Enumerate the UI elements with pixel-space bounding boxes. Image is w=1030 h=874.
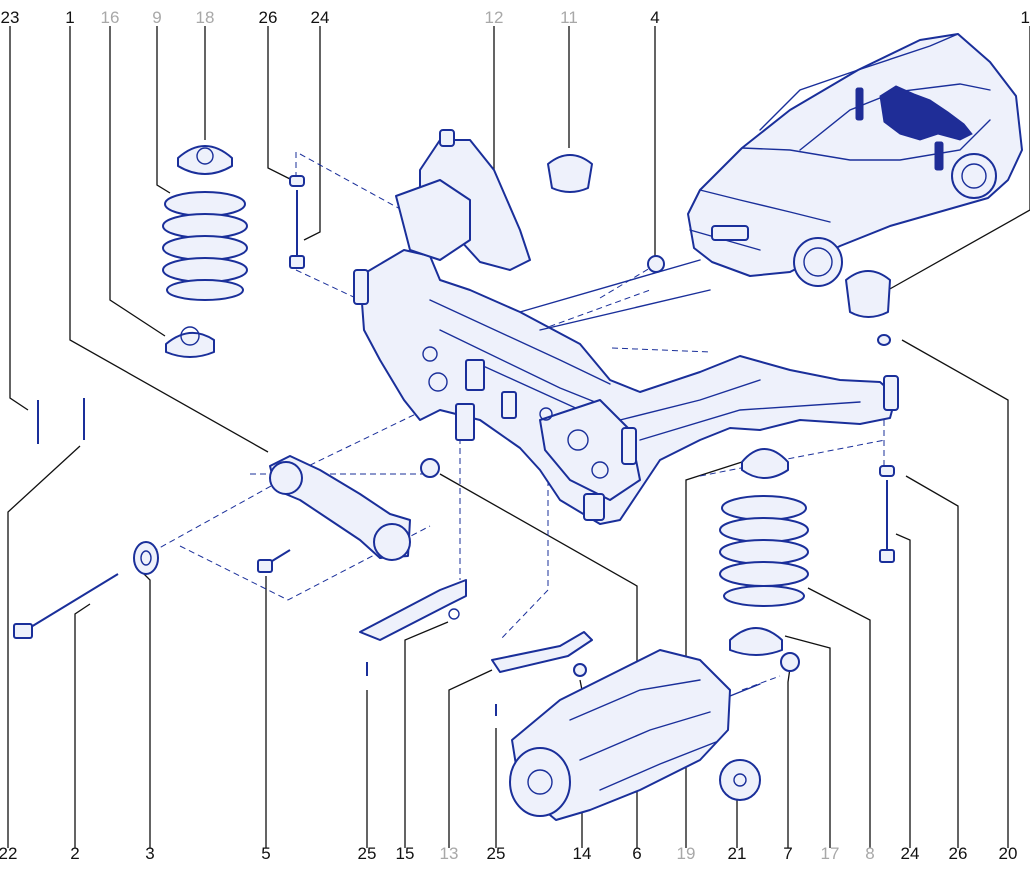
callout-9: 9: [152, 8, 162, 27]
callout-2: 2: [70, 844, 80, 863]
callout-20: 20: [998, 844, 1018, 863]
lateral-arm-icon: [269, 455, 411, 559]
suv-outline-icon: [687, 33, 1023, 287]
callout-14: 14: [572, 844, 592, 863]
bracket-left-icon: [359, 579, 467, 641]
left-components: [13, 145, 665, 676]
callout-12: 12: [484, 8, 504, 27]
right-components: [491, 270, 895, 821]
callout-25-left: 25: [357, 844, 377, 863]
coil-spring-left-icon: [162, 191, 248, 301]
callout-4: 4: [650, 8, 660, 27]
callout-18: 18: [195, 8, 215, 27]
callout-24-top: 24: [310, 8, 330, 27]
callout-19: 19: [676, 844, 696, 863]
spring-upper-seat-icon: [177, 145, 233, 175]
rubber-bush-icon: [547, 154, 593, 193]
rear-subframe-icon: [353, 129, 899, 525]
callout-26-top: 26: [258, 8, 278, 27]
callout-6: 6: [632, 844, 642, 863]
callout-17: 17: [820, 844, 840, 863]
callout-13: 13: [439, 844, 459, 863]
callout-1-right: 1: [1020, 8, 1030, 27]
callout-7: 7: [783, 844, 793, 863]
coil-spring-right-icon: [719, 495, 809, 607]
callout-24-bottom: 24: [900, 844, 920, 863]
leader-lines: [7, 26, 1030, 848]
callout-22: 22: [0, 844, 18, 863]
callout-8: 8: [865, 844, 875, 863]
callout-5: 5: [261, 844, 271, 863]
assembly-guide-lines: [151, 152, 886, 691]
callout-23: 23: [0, 8, 20, 27]
spring-lower-seat-right-icon: [729, 627, 783, 656]
callout-15: 15: [395, 844, 415, 863]
callout-3: 3: [145, 844, 155, 863]
rear-differential-icon: [509, 649, 761, 821]
callout-1-left: 1: [65, 8, 75, 27]
bump-stop-icon: [845, 270, 891, 318]
callout-25-right: 25: [486, 844, 506, 863]
callout-11: 11: [560, 8, 578, 27]
bracket-right-icon: [491, 631, 593, 673]
callout-21: 21: [727, 844, 747, 863]
callout-16: 16: [100, 8, 120, 27]
callout-26-bottom: 26: [948, 844, 968, 863]
spring-upper-seat-right-icon: [741, 448, 789, 479]
